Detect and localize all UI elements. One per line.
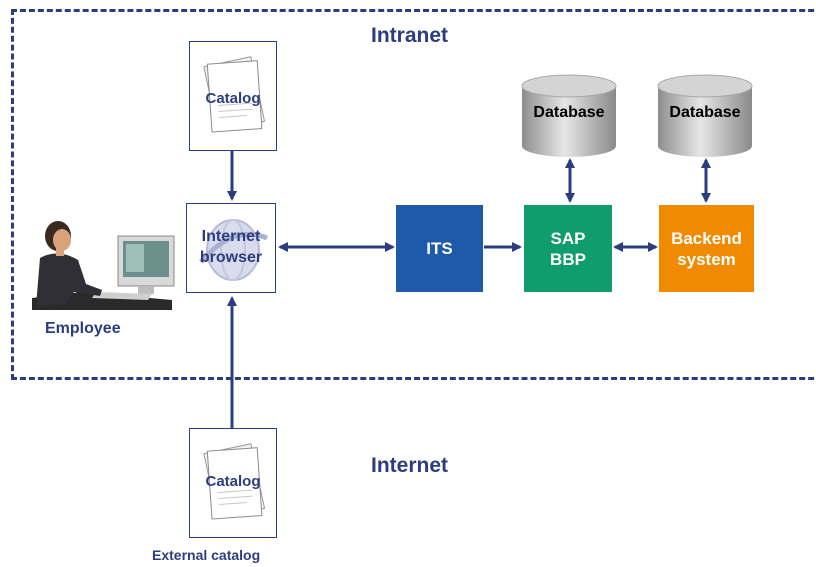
browser-label-line1: Internet xyxy=(201,228,261,245)
backend-label-line1: Backend xyxy=(671,228,742,248)
document-stack-icon xyxy=(203,56,266,133)
internet-browser: Internet browser xyxy=(186,203,276,293)
database-cylinder-icon xyxy=(521,74,617,157)
sap-label-line1: SAP xyxy=(550,228,586,248)
employee-caption: Employee xyxy=(45,320,121,337)
database-1-label: Database xyxy=(533,104,605,121)
catalog-external: Catalog xyxy=(189,428,277,538)
browser-label-line2: browser xyxy=(199,249,263,266)
sap-bbp-box: SAP BBP xyxy=(524,205,612,292)
database-2-label: Database xyxy=(669,104,741,121)
employee-at-computer-icon xyxy=(32,221,175,310)
document-stack-icon xyxy=(203,443,266,520)
catalog-internal-label: Catalog xyxy=(205,90,261,107)
its-label: ITS xyxy=(426,239,453,258)
browser-globe-icon xyxy=(199,219,268,281)
backend-system-box: Backend system xyxy=(659,205,754,292)
backend-label-line2: system xyxy=(677,249,736,269)
external-catalog-caption: External catalog xyxy=(152,547,261,563)
intranet-label: Intranet xyxy=(371,24,449,47)
database-cylinder-icon xyxy=(657,74,753,157)
database-1: Database xyxy=(520,74,618,158)
intranet-boundary xyxy=(11,9,816,380)
sap-label-line2: BBP xyxy=(550,249,586,269)
internet-label: Internet xyxy=(371,454,449,477)
its-box: ITS xyxy=(396,205,483,292)
catalog-internal: Catalog xyxy=(189,41,277,151)
catalog-external-label: Catalog xyxy=(205,473,261,490)
database-2: Database xyxy=(656,74,754,158)
